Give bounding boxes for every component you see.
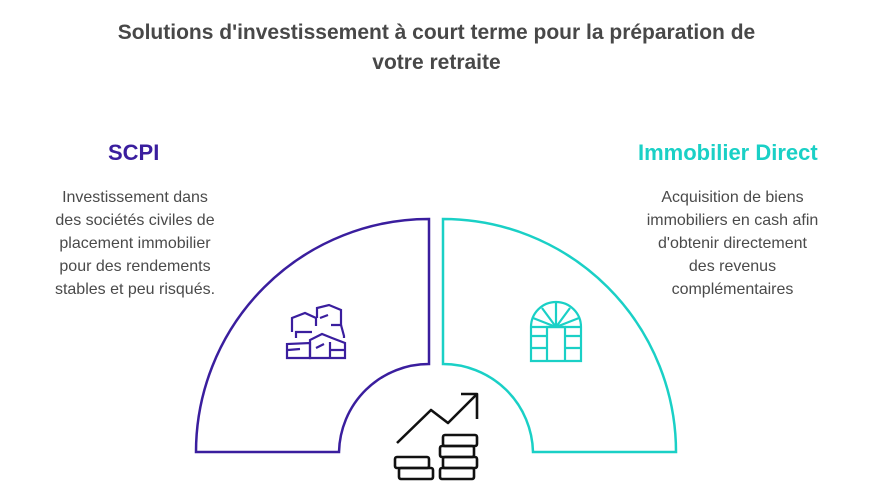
scpi-segment xyxy=(194,217,431,454)
desc-line: complémentaires xyxy=(671,281,794,298)
scpi-description: Investissement dans des sociétés civiles… xyxy=(20,186,250,301)
desc-line: des sociétés civiles de xyxy=(55,212,215,229)
desc-line: stables et peu risqués. xyxy=(54,281,216,298)
desc-line: Investissement dans xyxy=(62,189,208,206)
scpi-heading: SCPI xyxy=(108,140,160,165)
immobilier-direct-heading: Immobilier Direct xyxy=(638,140,818,165)
desc-line: immobiliers en cash afin xyxy=(646,212,819,229)
desc-line: des revenus xyxy=(688,258,777,275)
title-line: votre retraite xyxy=(372,51,501,74)
arched-door-icon xyxy=(529,300,583,363)
desc-line: pour des rendements xyxy=(59,258,211,275)
desc-line: d'obtenir directement xyxy=(658,235,807,252)
buildings-icon xyxy=(285,303,347,360)
desc-line: placement immobilier xyxy=(59,235,211,252)
title-line: Solutions d'investissement à court terme… xyxy=(117,21,756,44)
growth-coins-icon xyxy=(393,392,479,481)
diagram-title: Solutions d'investissement à court terme… xyxy=(0,18,873,78)
immobilier-direct-description: Acquisition de biens immobiliers en cash… xyxy=(620,186,845,301)
desc-line: Acquisition de biens xyxy=(661,189,804,206)
immobilier-direct-segment xyxy=(441,217,678,454)
